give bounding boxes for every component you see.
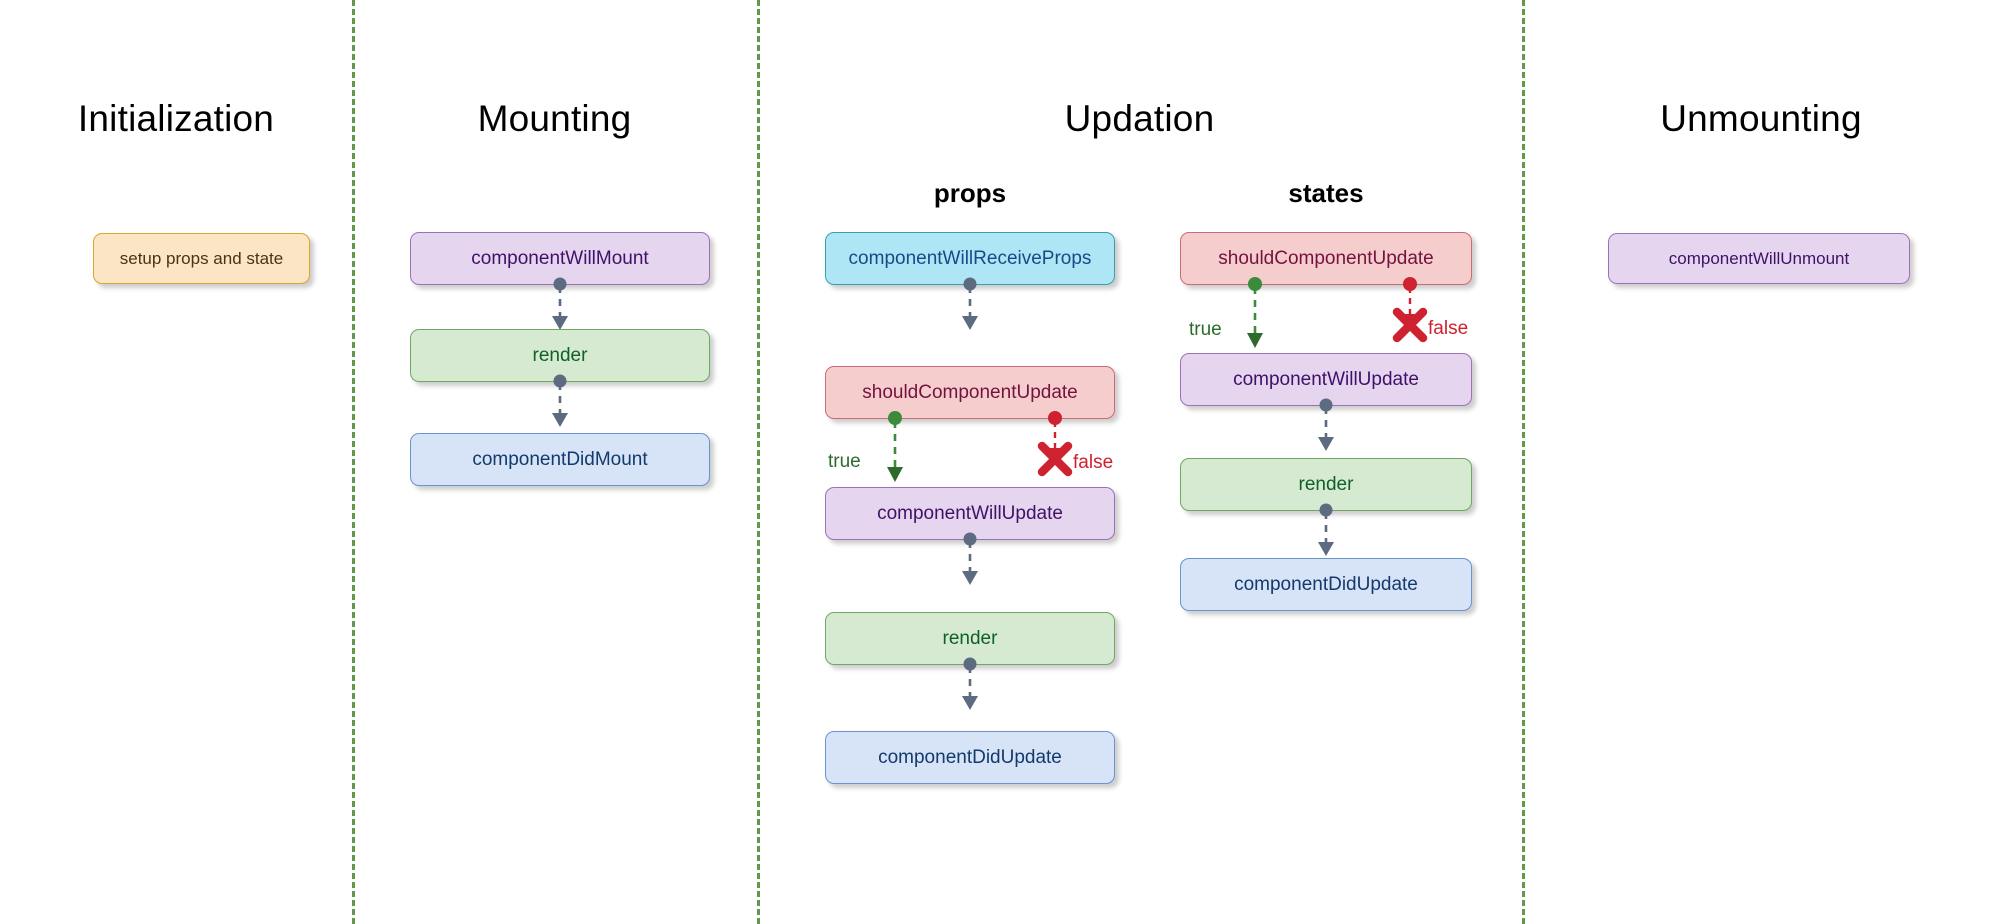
connector-props-scu-false [1037,411,1073,477]
phase-title-initialization: Initialization [77,98,275,139]
connector-states-scu-true [1247,277,1263,348]
node-component-will-unmount[interactable]: componentWillUnmount [1608,233,1910,284]
divider-initialization-mounting [352,0,355,924]
connector-will-mount-to-render [552,277,568,330]
connector-props-scu-true [887,411,903,482]
branch-label-states-false: false [1428,318,1469,339]
connector-props-render-to-did-update [962,657,978,710]
connector-render-to-did-mount [552,374,568,427]
connector-receive-props-to-scu [962,277,978,330]
divider-mounting-updation [757,0,760,924]
node-props-component-will-update[interactable]: componentWillUpdate [825,487,1115,540]
x-cross-icon [1037,441,1073,477]
node-states-render[interactable]: render [1180,458,1472,511]
node-component-will-receive-props[interactable]: componentWillReceiveProps [825,232,1115,285]
phase-title-unmounting: Unmounting [1660,98,1862,139]
branch-label-states-true: true [1189,319,1222,340]
x-cross-icon [1392,307,1428,343]
node-setup-props-and-state[interactable]: setup props and state [93,233,310,284]
phase-title-updation: Updation [1064,98,1215,139]
divider-updation-unmounting [1522,0,1525,924]
connector-states-render-to-did-update [1318,503,1334,556]
branch-label-props-true: true [828,451,861,472]
connector-states-scu-false [1392,277,1428,343]
group-title-props: props [933,178,1007,208]
connector-states-will-update-to-render [1318,398,1334,451]
node-props-should-component-update[interactable]: shouldComponentUpdate [825,366,1115,419]
node-component-did-mount[interactable]: componentDidMount [410,433,710,486]
node-component-will-mount[interactable]: componentWillMount [410,232,710,285]
node-states-component-did-update[interactable]: componentDidUpdate [1180,558,1472,611]
branch-label-props-false: false [1073,452,1114,473]
phase-title-mounting: Mounting [477,98,632,139]
connector-props-will-update-to-render [962,532,978,585]
node-states-should-component-update[interactable]: shouldComponentUpdate [1180,232,1472,285]
node-props-component-did-update[interactable]: componentDidUpdate [825,731,1115,784]
group-title-states: states [1288,178,1364,208]
